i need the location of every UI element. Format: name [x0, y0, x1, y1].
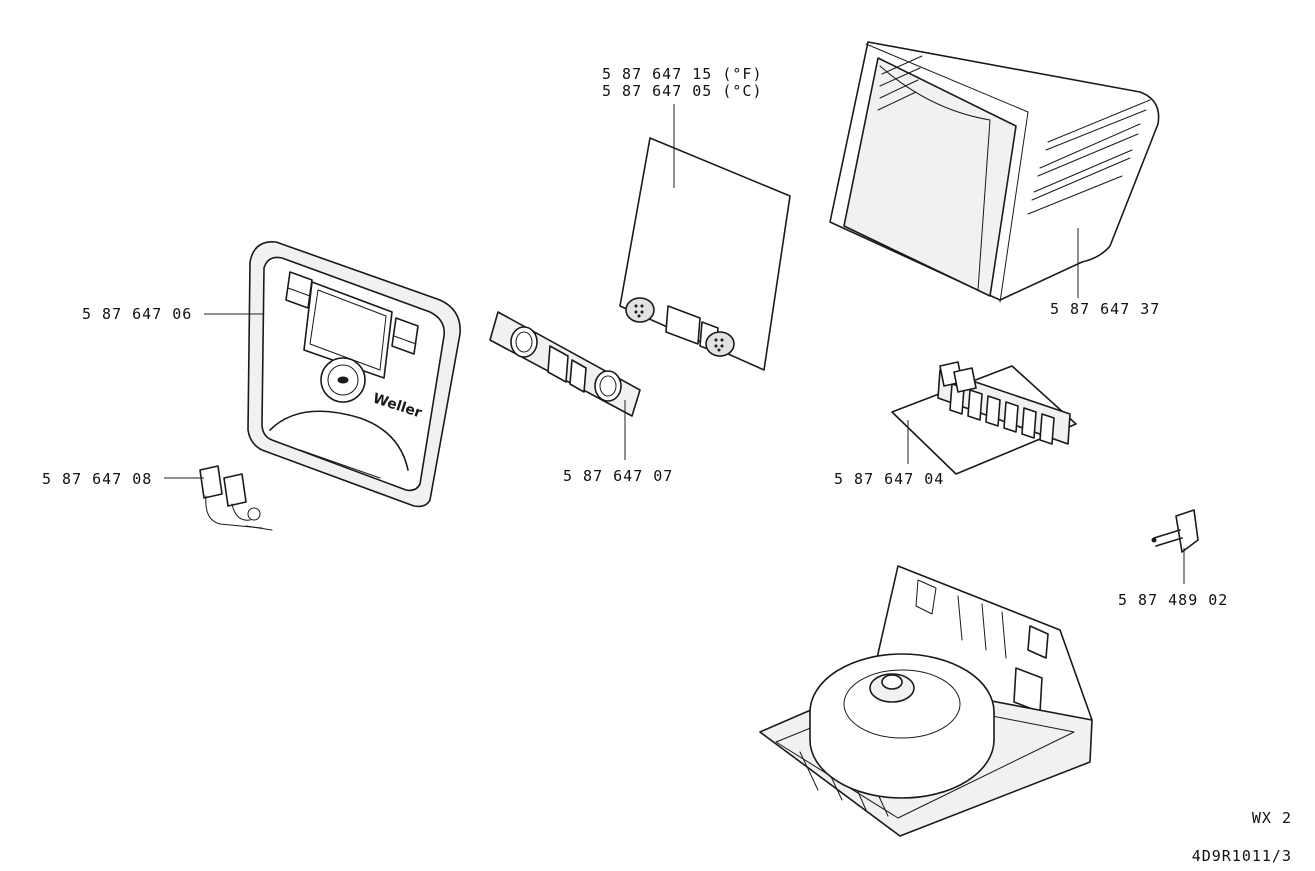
front-panel-part: Weller: [247, 241, 461, 508]
label-power-plug: 5 87 489 02: [1118, 591, 1228, 609]
cable-module-part: [199, 465, 273, 531]
leader-lines: [164, 104, 1185, 584]
label-control-board-c: 5 87 647 05 (°C): [602, 82, 763, 100]
base-transformer-part: [759, 565, 1093, 837]
label-housing: 5 87 647 37: [1050, 300, 1160, 318]
housing-part: [829, 41, 1160, 303]
label-front-panel: 5 87 647 06: [82, 305, 192, 323]
switch-panel-part: [489, 311, 641, 417]
control-board-part: [619, 137, 791, 371]
terminal-board-part: [891, 361, 1077, 475]
label-switch-panel: 5 87 647 07: [563, 467, 673, 485]
label-terminal-board: 5 87 647 04: [834, 470, 944, 488]
label-cable-module: 5 87 647 08: [42, 470, 152, 488]
power-plug-part: [1151, 509, 1199, 553]
document-code: 4D9R1011/3: [1192, 847, 1292, 865]
label-control-board-f: 5 87 647 15 (°F): [602, 65, 763, 83]
model-name: WX 2: [1252, 809, 1292, 827]
